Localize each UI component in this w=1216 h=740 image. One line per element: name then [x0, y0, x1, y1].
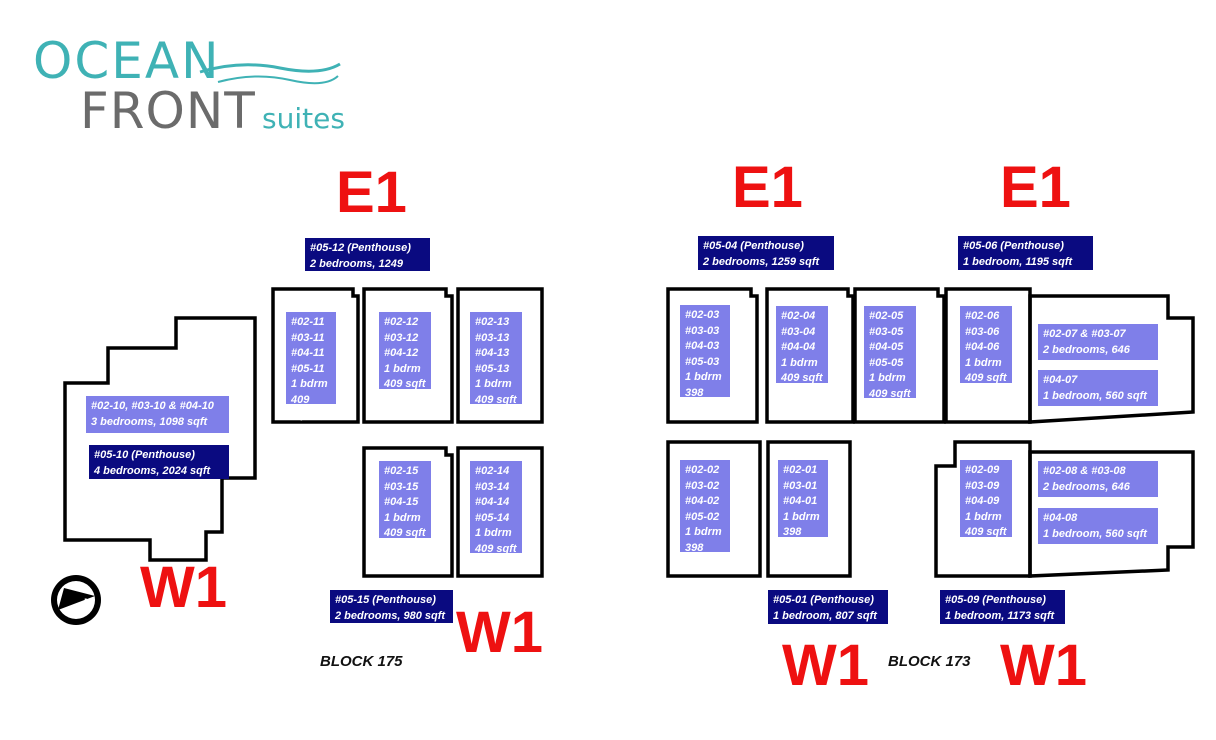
unit-label-02-03: #02-03 #03-03 #04-03 #05-03 1 bdrm 398 s…: [680, 305, 730, 414]
penthouse-label-05-09: #05-09 (Penthouse) 1 bedroom, 1173 sqft: [940, 590, 1065, 624]
logo-line-ocean: OCEAN: [33, 32, 220, 90]
penthouse-label-05-04: #05-04 (Penthouse) 2 bedrooms, 1259 sqft: [698, 236, 834, 270]
north-arrow-icon: N: [51, 575, 101, 625]
unit-label-04-08: #04-08 1 bedroom, 560 sqft: [1038, 508, 1158, 544]
penthouse-label-05-12: #05-12 (Penthouse) 2 bedrooms, 1249 sqft: [305, 238, 430, 285]
penthouse-label-05-10: #05-10 (Penthouse) 4 bedrooms, 2024 sqft: [89, 445, 229, 479]
direction-label-w1-west-wing: W1: [140, 555, 227, 620]
unit-label-02-11: #02-11 #03-11 #04-11 #05-11 1 bdrm 409 s…: [286, 312, 336, 421]
penthouse-label-05-15: #05-15 (Penthouse) 2 bedrooms, 980 sqft: [330, 590, 453, 623]
unit-label-02-09: #02-09 #03-09 #04-09 1 bdrm 409 sqft: [960, 460, 1012, 538]
unit-label-02-10: #02-10, #03-10 & #04-10 3 bedrooms, 1098…: [86, 396, 229, 433]
unit-label-02-05: #02-05 #03-05 #04-05 #05-05 1 bdrm 409 s…: [864, 306, 916, 400]
penthouse-label-05-01: #05-01 (Penthouse) 1 bedroom, 807 sqft: [768, 590, 888, 624]
direction-label-e1-left-block173: E1: [732, 155, 803, 220]
block-173-label: BLOCK 173: [888, 653, 971, 670]
penthouse-label-05-06: #05-06 (Penthouse) 1 bedroom, 1195 sqft: [958, 236, 1093, 270]
wave-icon-lower: [217, 75, 339, 85]
compass-letter: N: [84, 597, 92, 609]
direction-label-w1-right-block173: W1: [1000, 633, 1087, 698]
logo-line-suites: suites: [262, 102, 345, 135]
wave-icon: [199, 62, 341, 74]
unit-label-04-07: #04-07 1 bedroom, 560 sqft: [1038, 370, 1158, 406]
unit-label-02-08: #02-08 & #03-08 2 bedrooms, 646 sqft: [1038, 461, 1158, 508]
direction-label-w1-left-block173: W1: [782, 633, 869, 698]
direction-label-e1-block175: E1: [336, 160, 407, 225]
unit-label-02-12: #02-12 #03-12 #04-12 1 bdrm 409 sqft: [379, 312, 431, 390]
block-175-label: BLOCK 175: [320, 653, 403, 670]
unit-label-02-01: #02-01 #03-01 #04-01 1 bdrm 398 sqft: [778, 460, 828, 554]
unit-label-02-13: #02-13 #03-13 #04-13 #05-13 1 bdrm 409 s…: [470, 312, 522, 406]
unit-label-02-07: #02-07 & #03-07 2 bedrooms, 646 sqft: [1038, 324, 1158, 371]
logo-line-front: FRONT: [80, 82, 256, 140]
block-173-walls: [666, 287, 1195, 578]
direction-label-w1-block175: W1: [456, 600, 543, 665]
ocean-front-suites-logo: OCEAN FRONT suites: [33, 32, 345, 140]
unit-label-02-04: #02-04 #03-04 #04-04 1 bdrm 409 sqft: [776, 306, 828, 384]
unit-label-02-14: #02-14 #03-14 #04-14 #05-14 1 bdrm 409 s…: [470, 461, 522, 555]
block-175-walls: [63, 287, 544, 578]
unit-label-02-06: #02-06 #03-06 #04-06 1 bdrm 409 sqft: [960, 306, 1012, 384]
unit-label-02-15: #02-15 #03-15 #04-15 1 bdrm 409 sqft: [379, 461, 431, 539]
direction-label-e1-right-block173: E1: [1000, 155, 1071, 220]
unit-label-02-02: #02-02 #03-02 #04-02 #05-02 1 bdrm 398 s…: [680, 460, 730, 569]
